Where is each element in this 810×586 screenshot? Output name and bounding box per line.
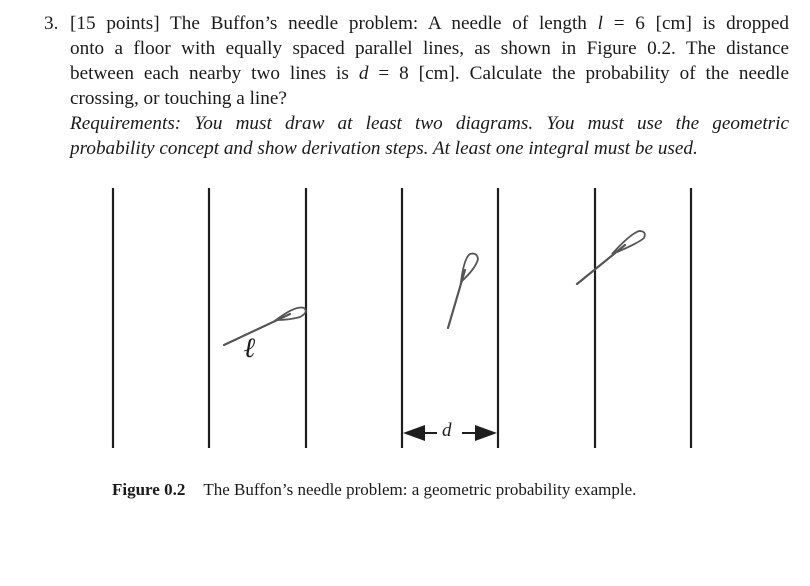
variable-d: d <box>358 63 369 84</box>
problem-number: 3. <box>44 13 59 34</box>
figure-label: Figure 0.2 <box>112 480 186 499</box>
problem-text: between each nearby two lines is <box>70 63 359 84</box>
needle-icon <box>575 230 646 286</box>
needle-length-label: ℓ <box>244 333 256 364</box>
parallel-lines <box>111 188 693 448</box>
arrow-left-icon <box>403 425 425 441</box>
variable-l: l <box>597 13 603 34</box>
requirements-line-1: Requirements: You must draw at least two… <box>70 113 789 134</box>
requirements: Requirements: You must draw at least two… <box>70 111 789 161</box>
problem-line-1: [15 points] The Buffon’s needle problem:… <box>70 11 789 36</box>
problem-body: [15 points] The Buffon’s needle problem:… <box>70 11 789 161</box>
problem-text: [15 points] The Buffon’s needle problem:… <box>70 13 598 34</box>
caption-text: The Buffon’s needle problem: a geometric… <box>203 480 637 499</box>
spacing-dimension <box>403 425 497 441</box>
requirements-line-2: probability concept and show derivation … <box>70 138 698 159</box>
problem-text: = 8 [cm]. Calculate the probability of t… <box>368 63 789 84</box>
figure-caption: Figure 0.2 The Buffon’s needle problem: a… <box>112 480 636 500</box>
needle-icon <box>446 252 479 330</box>
problem-line-3: between each nearby two lines is d = 8 [… <box>70 61 789 86</box>
needle-icon <box>222 306 307 347</box>
problem-line-2: onto a floor with equally spaced paralle… <box>70 38 789 59</box>
spacing-label: d <box>441 420 453 441</box>
arrow-right-icon <box>475 425 497 441</box>
problem-text: = 6 [cm] is dropped <box>603 13 790 34</box>
problem-line-4: crossing, or touching a line? <box>70 88 287 109</box>
